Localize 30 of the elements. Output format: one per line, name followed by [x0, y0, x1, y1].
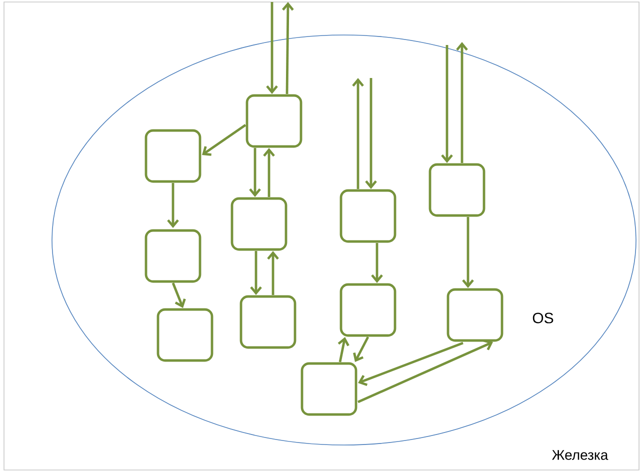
process-box [144, 129, 202, 183]
arrow [462, 217, 474, 288]
arrow [267, 251, 279, 295]
arrow [358, 339, 493, 404]
arrow [249, 148, 261, 197]
process-box [144, 229, 202, 283]
arrow [167, 183, 179, 228]
arrow [456, 42, 468, 163]
arrow [441, 45, 453, 163]
arrow [202, 124, 246, 156]
process-box [340, 189, 396, 243]
process-box [230, 197, 288, 251]
arrow [172, 282, 186, 308]
arrow [250, 251, 262, 295]
arrow [282, 2, 294, 94]
arrow [371, 243, 383, 283]
arrow [263, 148, 275, 197]
process-box [246, 94, 302, 148]
arrow [338, 337, 350, 362]
arrow [353, 336, 370, 362]
process-box [300, 362, 358, 416]
arrow [358, 342, 464, 386]
arrow [365, 78, 377, 189]
process-box [156, 308, 214, 362]
arrow [266, 2, 278, 94]
arrow [352, 78, 364, 189]
process-box [340, 283, 396, 337]
process-box [446, 288, 504, 342]
process-box [240, 295, 296, 349]
process-box [428, 163, 486, 217]
